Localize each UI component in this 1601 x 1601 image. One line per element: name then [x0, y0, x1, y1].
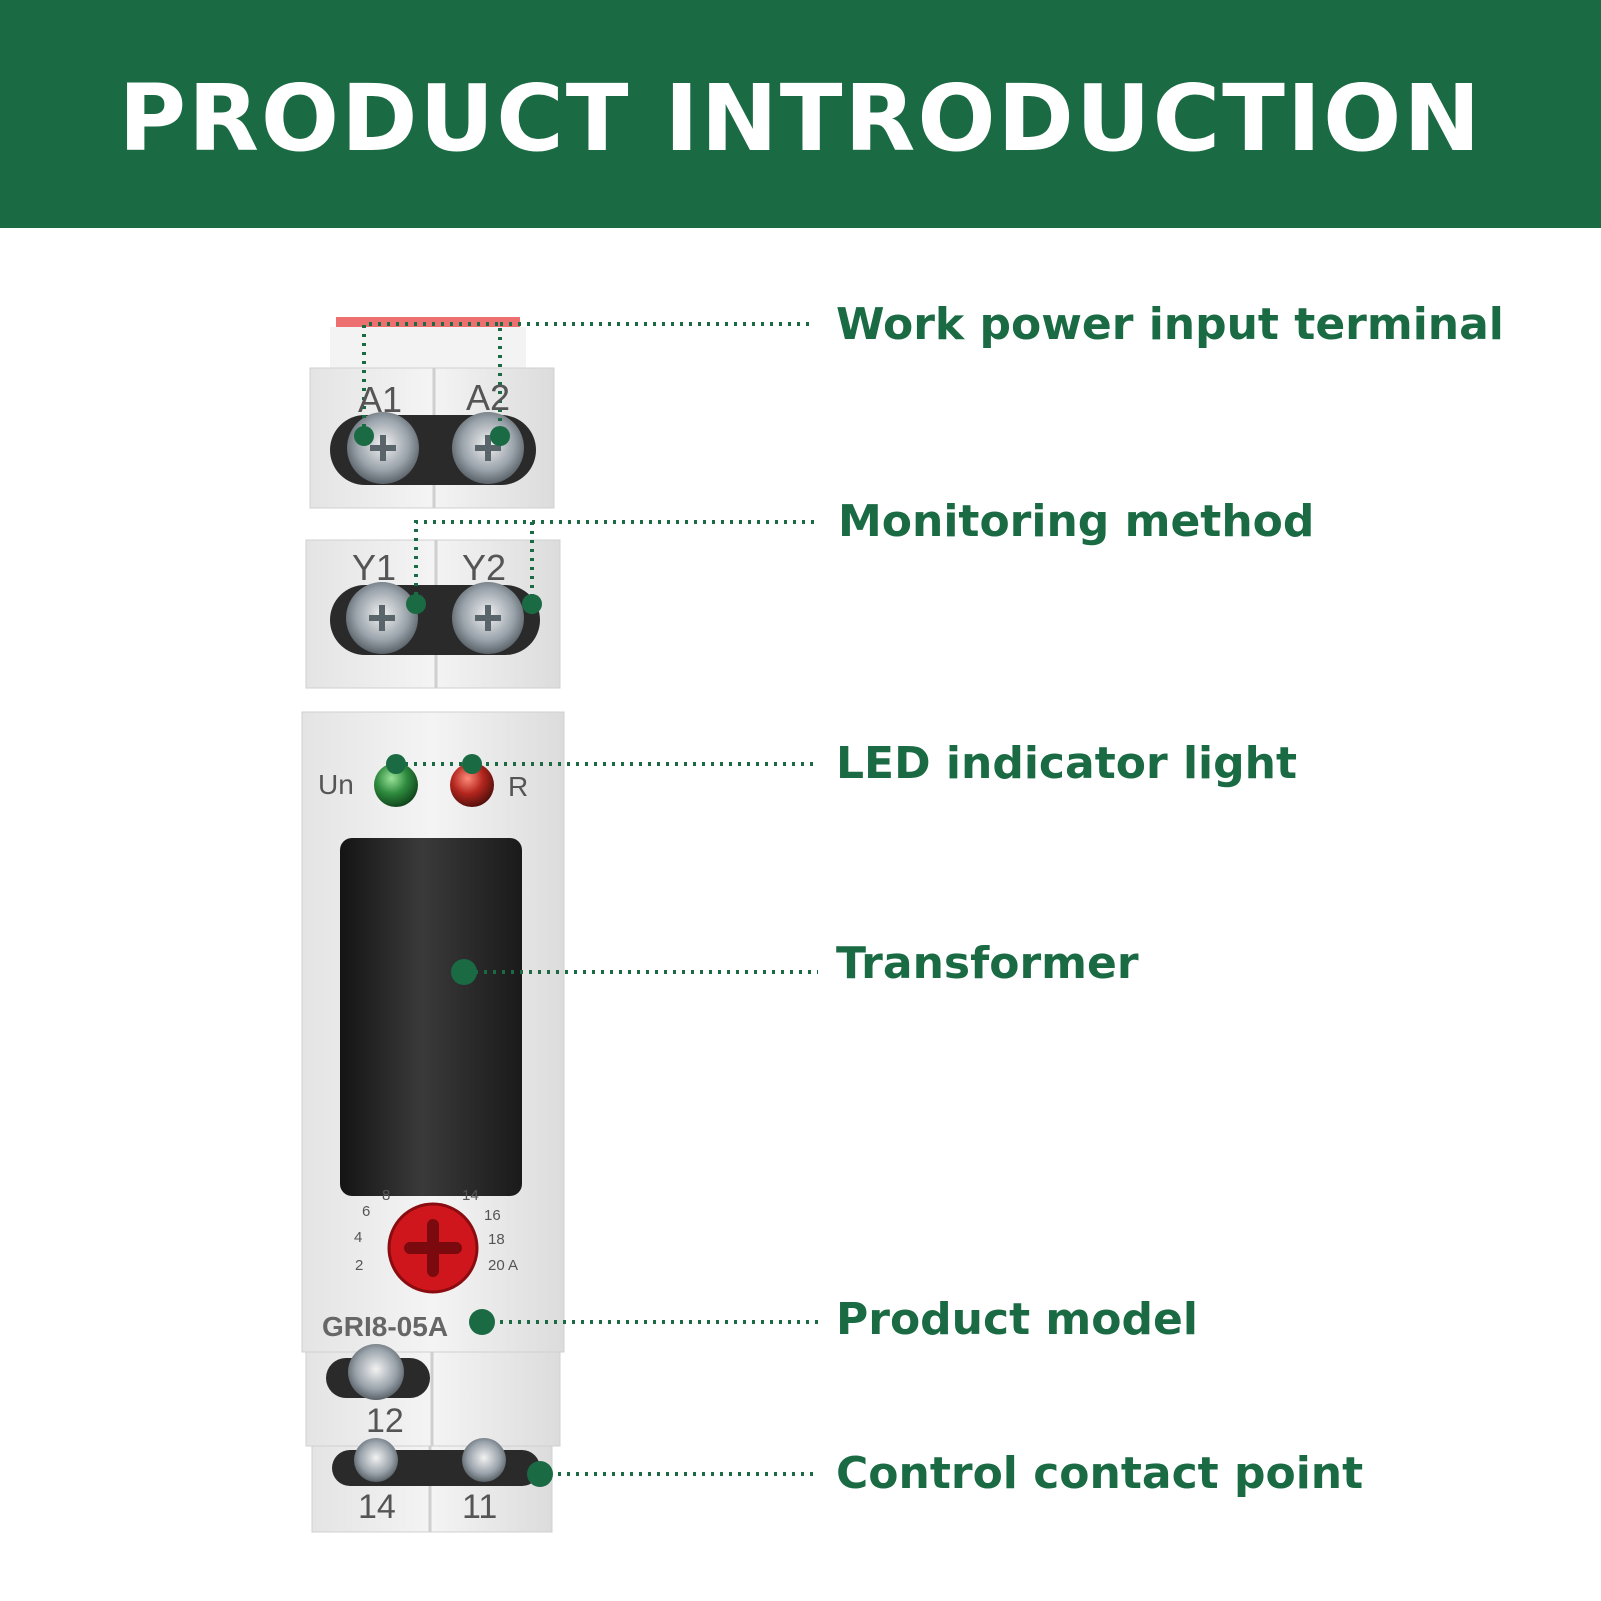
terminal-label-a1: A1 — [358, 379, 402, 420]
terminal-block-top — [309, 367, 555, 509]
led-label-r: R — [508, 771, 528, 802]
terminal-label-14: 14 — [358, 1488, 396, 1526]
callout-lines — [362, 322, 818, 1476]
callout-control-contact-point: Control contact point — [836, 1448, 1364, 1499]
terminal-block-bottom — [311, 1438, 553, 1533]
callout-transformer: Transformer — [836, 938, 1139, 989]
page-title: PRODUCT INTRODUCTION — [118, 64, 1483, 172]
led-green — [374, 763, 418, 807]
dial-scale-18: 18 — [488, 1231, 505, 1248]
dial-scale-16: 16 — [484, 1207, 501, 1224]
transformer — [340, 838, 522, 1196]
terminal-block-middle — [305, 539, 561, 689]
terminal-block-bottom-upper — [305, 1344, 561, 1447]
terminal-label-12: 12 — [366, 1402, 404, 1440]
dial-scale-20a: 20 A — [488, 1257, 518, 1274]
terminal-label-11: 11 — [462, 1488, 497, 1526]
header-banner: PRODUCT INTRODUCTION — [0, 0, 1601, 228]
terminal-label-y1: Y1 — [352, 547, 396, 588]
callout-led-indicator-light: LED indicator light — [836, 738, 1297, 789]
led-red — [450, 763, 494, 807]
product-model-text: GRI8-05A — [322, 1311, 448, 1342]
dial-scale-4: 4 — [354, 1229, 362, 1246]
dial-scale-6: 6 — [362, 1203, 370, 1220]
callout-product-model: Product model — [836, 1294, 1198, 1345]
callout-dots — [354, 426, 553, 1487]
led-label-un: Un — [318, 769, 354, 800]
terminal-label-a2: A2 — [466, 377, 510, 418]
top-clip — [336, 317, 520, 327]
dial-scale-8: 8 — [382, 1187, 390, 1204]
callout-work-power-input-terminal: Work power input terminal — [836, 299, 1504, 350]
dial-scale-14: 14 — [462, 1187, 479, 1204]
terminal-label-y2: Y2 — [462, 547, 506, 588]
callout-monitoring-method: Monitoring method — [838, 496, 1315, 547]
main-body — [301, 711, 565, 1353]
dial-scale-2: 2 — [355, 1257, 363, 1274]
